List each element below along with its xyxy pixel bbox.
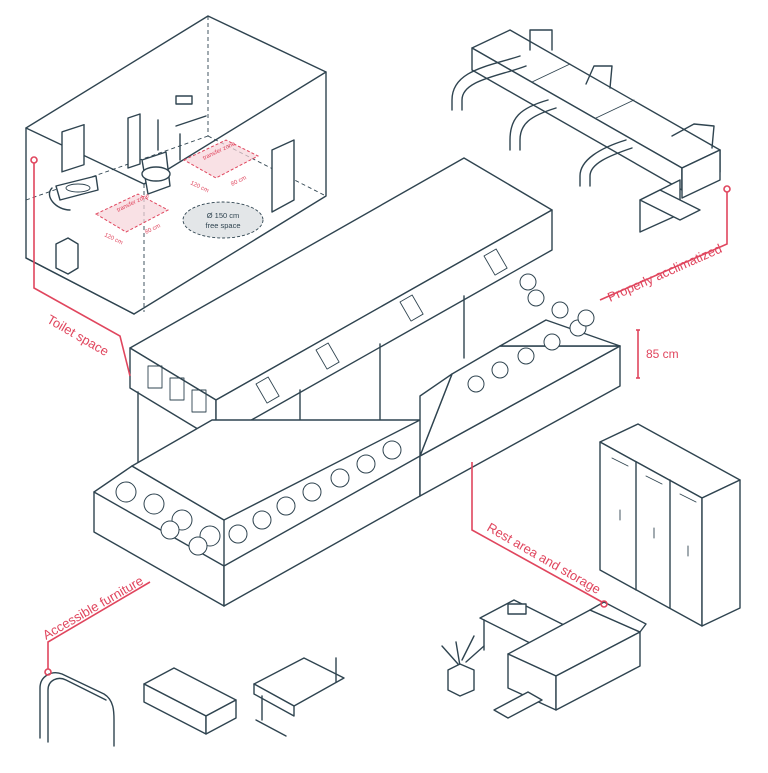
rest-area bbox=[441, 599, 647, 719]
toilet-space-label: Toilet space bbox=[45, 312, 112, 359]
accessible-furniture bbox=[39, 657, 345, 747]
accessible-furniture-label: Accessible furniture bbox=[40, 573, 146, 643]
free-space-caption: free space bbox=[205, 221, 240, 230]
free-space-diameter: Ø 150 cm bbox=[207, 211, 240, 220]
lockers bbox=[599, 423, 741, 627]
height-label: 85 cm bbox=[646, 347, 679, 361]
toilet-room: transfer zone transfer zone 120 cm 80 cm… bbox=[25, 15, 327, 315]
callout-lines bbox=[30, 156, 731, 676]
acclimatized-label: Properly acclimatized bbox=[605, 241, 724, 305]
counter bbox=[93, 157, 621, 607]
food-display bbox=[115, 273, 595, 556]
rest-area-label: Rest area and storage bbox=[485, 520, 604, 597]
free-space-circle bbox=[182, 201, 264, 239]
hvac-ducts bbox=[451, 29, 721, 233]
